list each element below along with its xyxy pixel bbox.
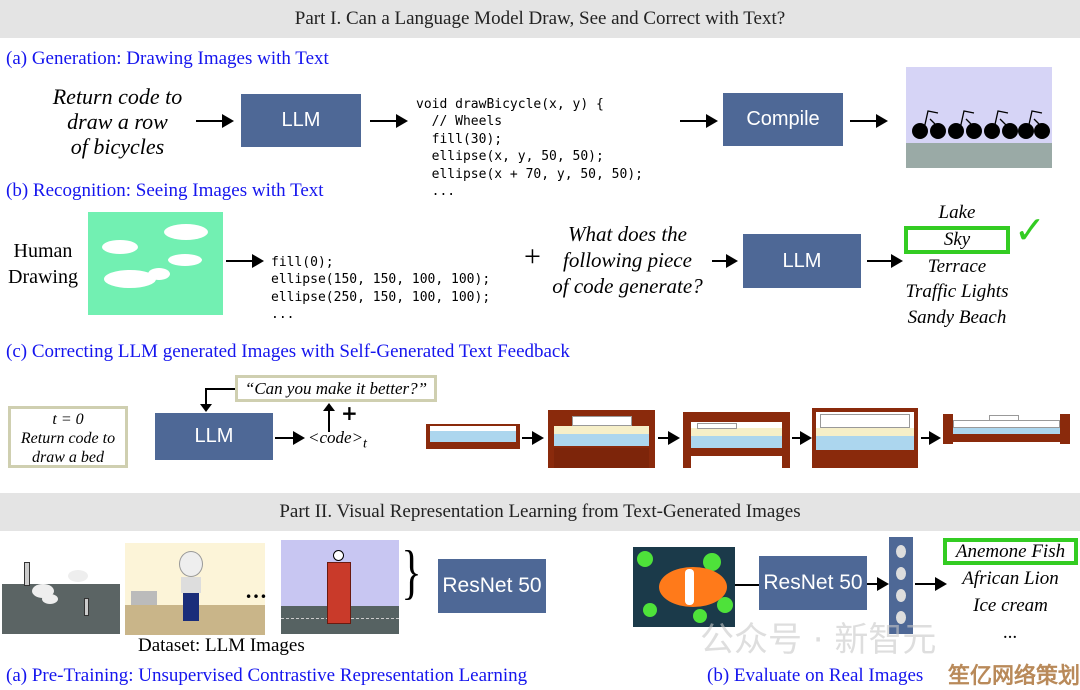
watermark: 公众号 · 新智元 — [700, 620, 937, 660]
prompt-line: of bicycles — [70, 134, 165, 159]
llm-image-building — [281, 540, 399, 634]
t0-prompt-box: t = 0 Return code to draw a bed — [8, 406, 128, 468]
arrow — [522, 431, 544, 445]
code-subscript: t — [363, 435, 367, 452]
label-selected: Anemone Fish — [943, 538, 1078, 565]
llm-box: LLM — [241, 94, 361, 147]
recognition-code: fill(0); ellipse(150, 150, 100, 100); elli… — [271, 236, 490, 341]
answer-item-selected: Sky — [904, 225, 1010, 254]
code-line: ellipse(x, y, 50, 50); — [416, 149, 604, 164]
part1-header: Part I. Can a Language Model Draw, See a… — [0, 0, 1080, 38]
part2-header: Part II. Visual Representation Learning … — [0, 493, 1080, 531]
pretraining-title: (a) Pre-Training: Unsupervised Contrasti… — [6, 665, 528, 686]
prompt-line: Return code to — [52, 84, 183, 109]
label-line: Drawing — [8, 266, 78, 288]
resnet-box: ResNet 50 — [759, 556, 867, 610]
arrow — [275, 431, 305, 445]
code-line: ... — [416, 184, 456, 199]
prompt-line: draw a row — [67, 109, 168, 134]
bed-drawing-4 — [812, 408, 918, 468]
llm-box: LLM — [155, 413, 273, 460]
arrow — [370, 114, 408, 128]
feature-layer — [889, 537, 913, 634]
sky-drawing — [88, 212, 223, 315]
code-line: void drawBicycle(x, y) { — [416, 96, 604, 112]
bicycles-drawing — [912, 110, 1050, 139]
feedback-box: “Can you make it better?” — [235, 375, 437, 402]
arrow — [867, 254, 903, 268]
bed-drawing-3 — [683, 412, 790, 468]
dataset-label: Dataset: LLM Images — [138, 635, 305, 656]
watermark-corner: 笙亿网络策划 — [948, 664, 1080, 689]
answer-item: Terrace — [927, 255, 987, 277]
prompt-line: t = 0 — [52, 411, 84, 428]
arrow — [226, 254, 264, 268]
code-line: fill(30); — [416, 131, 503, 147]
llm-image-person — [125, 543, 265, 635]
resnet-box: ResNet 50 — [438, 559, 546, 613]
code-line: ellipse(150, 150, 100, 100); — [271, 272, 491, 287]
arrow — [792, 431, 812, 445]
bicycle-code: void drawBicycle(x, y) { // Wheels fill(… — [416, 78, 643, 218]
class-labels: Anemone Fish African Lion Ice cream ... — [943, 538, 1078, 646]
check-icon: ✓ — [1014, 208, 1046, 252]
plus-sign: + — [341, 401, 358, 425]
arrow — [658, 431, 680, 445]
prompt-line: Return code to — [20, 430, 116, 447]
code-line: ... — [271, 307, 295, 322]
arrow — [680, 114, 718, 128]
arrow — [915, 577, 947, 591]
answer-item: Sandy Beach — [907, 306, 1007, 328]
llm-image-sheep — [2, 540, 120, 634]
arrow — [850, 114, 888, 128]
label-line: Human — [13, 240, 73, 262]
question-line: of code generate? — [552, 274, 703, 298]
compile-box: Compile — [723, 93, 843, 146]
prompt-line: draw a bed — [32, 449, 104, 466]
arrow-down — [200, 404, 212, 412]
code-line: ellipse(x + 70, y, 50, 50); — [416, 166, 643, 182]
generation-title: (a) Generation: Drawing Images with Text — [6, 48, 329, 69]
code-line: ellipse(250, 150, 100, 100); — [271, 289, 491, 305]
brace: } — [401, 539, 422, 605]
question-line: What does the — [568, 222, 687, 246]
answer-list: Lake Sky Terrace Traffic Lights Sandy Be… — [897, 200, 1017, 330]
code-label: <code>t — [308, 428, 367, 452]
bicycles-image — [906, 67, 1052, 168]
label-item: African Lion — [962, 568, 1059, 589]
label-item: ... — [1003, 622, 1018, 643]
code-line: // Wheels — [416, 114, 503, 129]
arrow — [712, 254, 738, 268]
llm-box: LLM — [743, 234, 861, 288]
arrow — [196, 114, 234, 128]
bed-drawing-5 — [943, 410, 1070, 444]
clownfish-image — [633, 547, 735, 627]
recognition-title: (b) Recognition: Seeing Images with Text — [6, 180, 324, 201]
code-text: <code> — [308, 428, 364, 447]
bed-drawing-2 — [548, 410, 655, 468]
question-line: following piece — [563, 248, 692, 272]
answer-item: Lake — [938, 202, 976, 223]
plus-sign: + — [524, 240, 541, 273]
correction-title: (c) Correcting LLM generated Images with… — [6, 341, 570, 362]
arrow — [867, 577, 889, 591]
generation-prompt: Return code to draw a row of bicycles — [30, 84, 205, 159]
code-line: fill(0); — [271, 254, 334, 270]
bed-drawing-1 — [426, 424, 520, 449]
arrow — [921, 431, 941, 445]
label-item: Ice cream — [973, 595, 1048, 616]
ellipsis: … — [245, 578, 267, 603]
answer-item: Traffic Lights — [905, 281, 1009, 302]
arrow-up — [323, 403, 335, 411]
evaluate-title: (b) Evaluate on Real Images — [707, 665, 924, 686]
